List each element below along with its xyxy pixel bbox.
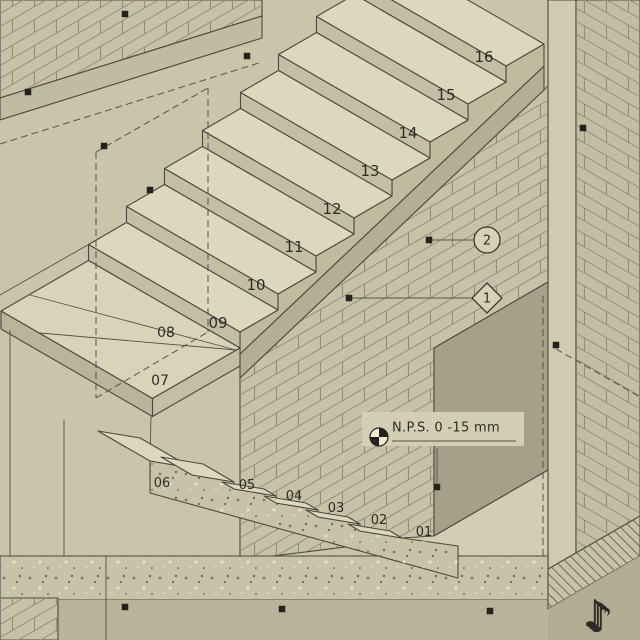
callout-diamond-1: 1 [471,282,503,314]
section-hatch [548,516,640,609]
level-text: N.P.S. 0 -15 mm [392,421,500,436]
stair-tread [263,495,319,511]
label-backing [362,412,524,446]
hidden-edge-line [0,61,263,145]
hidden-lines [95,87,640,556]
step-label-10: 10 [246,276,265,294]
step-label-13: 13 [360,162,379,180]
callout-circle-shape [473,226,501,254]
tiktok-logo: ♪ ♪ ♪ [583,592,613,640]
callout-circle-label: 2 [483,234,491,249]
leader-dot [24,88,32,96]
leader-dot [425,236,433,244]
leader-dot [486,607,494,615]
tiktok-note-icon: ♪ [583,592,607,636]
step-label-04: 04 [286,489,303,504]
leader-dot [121,10,129,18]
step-label-09: 09 [208,314,227,332]
tiktok-note-icon: ♪ [586,595,610,639]
landing [0,259,241,556]
slab-underside [0,600,548,640]
step-label-12: 12 [322,200,341,218]
step-label-08: 08 [157,325,175,341]
winder-edge-line [29,294,237,351]
concrete-speckle [0,556,548,600]
leader-dots [24,10,587,615]
leader-dot [345,294,353,302]
leader-dot [121,603,129,611]
step-label-11: 11 [284,238,303,256]
brick-hatch [576,0,640,554]
upper-flight-steps [87,0,545,349]
callout-diamond-label: 1 [483,292,491,307]
step-label-15: 15 [436,86,455,104]
step-label-07: 07 [151,373,169,389]
step-label-05: 05 [239,478,256,493]
stair-tread [221,481,277,497]
right-wall [547,0,640,571]
leader-dot [278,605,286,613]
winder-edge-line [39,332,237,351]
leader-dot [552,341,560,349]
landing-side-face [0,310,154,418]
step-label-06: 06 [154,476,171,491]
upper-left-wall [0,0,263,327]
level-annotation: N.P.S. 0 -15 mm [362,412,524,483]
leader-dot [243,52,251,60]
hidden-edge-line [555,348,640,398]
brick-hatch [0,598,58,640]
right-wall-end-face [547,0,577,571]
benchmark-quadrant [370,437,379,446]
ledge-line [0,244,89,296]
footing-underside [548,556,640,640]
leader-dot [433,483,441,491]
floor-slab-edge [0,15,263,121]
benchmark-quadrant [379,428,388,437]
stair-tread [160,456,235,483]
lower-flight [97,430,459,579]
leader-dot [146,186,154,194]
step-labels: 09 10 11 12 13 14 15 16 07 08 01 02 03 0… [151,48,493,540]
step-label-01: 01 [416,525,433,540]
step-label-02: 02 [371,513,388,528]
leader-dot [579,124,587,132]
stair-tread [305,509,361,525]
brick-hatch [240,86,548,560]
step-label-16: 16 [474,48,493,66]
step-label-14: 14 [398,124,417,142]
step-label-03: 03 [328,501,345,516]
concrete-speckle [150,461,458,578]
stair-tread [347,523,403,539]
callout-circle-2: 2 [473,226,501,254]
brick-hatch [0,0,262,98]
callout-diamond-shape [471,282,503,314]
tiktok-note-icon: ♪ [589,597,613,640]
leader-dot [100,142,108,150]
